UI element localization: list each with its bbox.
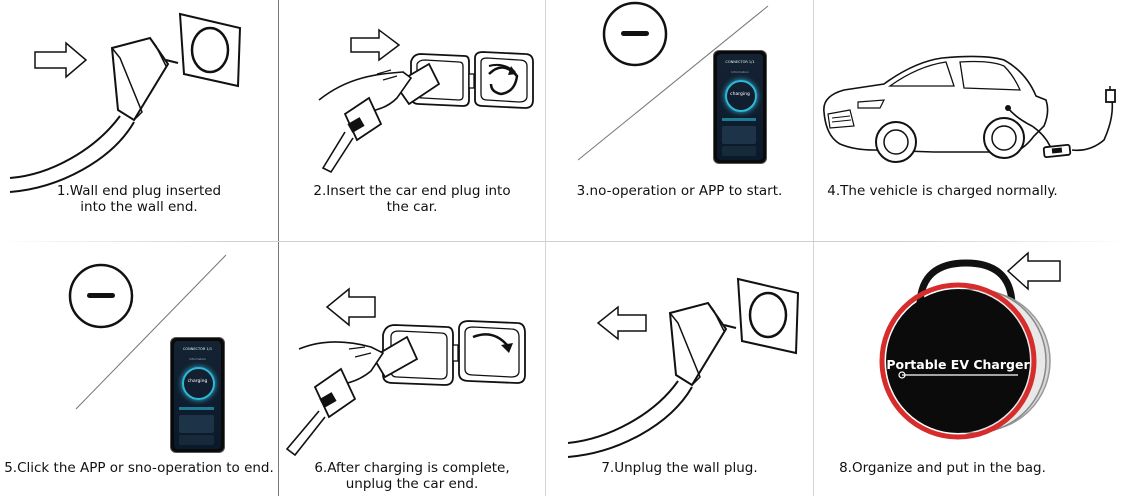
divider-vertical-4	[278, 248, 279, 496]
step-3-caption: 3.no-operation or APP to start.	[576, 183, 783, 199]
step-3-illustration	[577, 1, 769, 161]
bag-label: Portable EV Charger	[886, 357, 1030, 372]
step-2-caption: 2.Insert the car end plug into the car.	[313, 183, 511, 215]
charging-ring	[725, 80, 757, 112]
step-2-panel: 2.Insert the car end plug into the car.	[279, 0, 545, 241]
phone-header: CONNECTOR 1/1	[182, 347, 213, 351]
step-4-panel: 4.The vehicle is charged normally.	[814, 0, 1131, 241]
divider-vertical-3	[813, 0, 814, 248]
step-7-panel: 7.Unplug the wall plug.	[546, 249, 813, 496]
step-7-illustration	[567, 277, 800, 458]
step-8-caption: 8.Organize and put in the bag.	[839, 460, 1046, 476]
step-5-caption: 5.Click the APP or sno-operation to end.	[4, 460, 274, 476]
step-6-illustration	[285, 287, 526, 457]
phone-header: CONNECTOR 1/1	[725, 60, 755, 64]
phone-status: charging	[730, 92, 750, 97]
divider-vertical-1	[278, 0, 279, 248]
step-8-illustration	[879, 251, 1061, 440]
charging-ring	[182, 367, 215, 400]
step-5-panel: CONNECTOR 1/1 Information charging 5.Cli…	[0, 249, 278, 496]
step-5-illustration	[68, 254, 227, 410]
step-2-illustration	[318, 28, 534, 174]
step-8-panel: Portable EV Charger 8.Organize and put i…	[814, 249, 1131, 496]
step-6-caption: 6.After charging is complete, unplug the…	[314, 460, 510, 492]
step-6-panel: 6.After charging is complete, unplug the…	[279, 249, 545, 496]
divider-vertical-6	[813, 248, 814, 496]
divider-vertical-2	[545, 0, 546, 248]
phone-subheader: Information	[731, 70, 749, 74]
phone-subheader: Information	[188, 357, 207, 361]
phone-status: charging	[187, 379, 208, 384]
divider-horizontal	[0, 241, 1131, 242]
step-1-panel: 1.Wall end plug inserted into the wall e…	[0, 0, 278, 241]
step-1-illustration	[9, 12, 242, 193]
step-4-caption: 4.The vehicle is charged normally.	[827, 183, 1058, 199]
step-3-panel: CONNECTOR 1/1 Information charging 3.no-…	[546, 0, 813, 241]
step-7-caption: 7.Unplug the wall plug.	[601, 460, 758, 476]
divider-vertical-5	[545, 248, 546, 496]
phone-app-mockup: CONNECTOR 1/1 Information charging	[713, 50, 767, 164]
phone-app-mockup: CONNECTOR 1/1 Information charging	[170, 337, 225, 453]
step-4-illustration	[823, 55, 1116, 163]
step-1-caption: 1.Wall end plug inserted into the wall e…	[56, 183, 222, 215]
